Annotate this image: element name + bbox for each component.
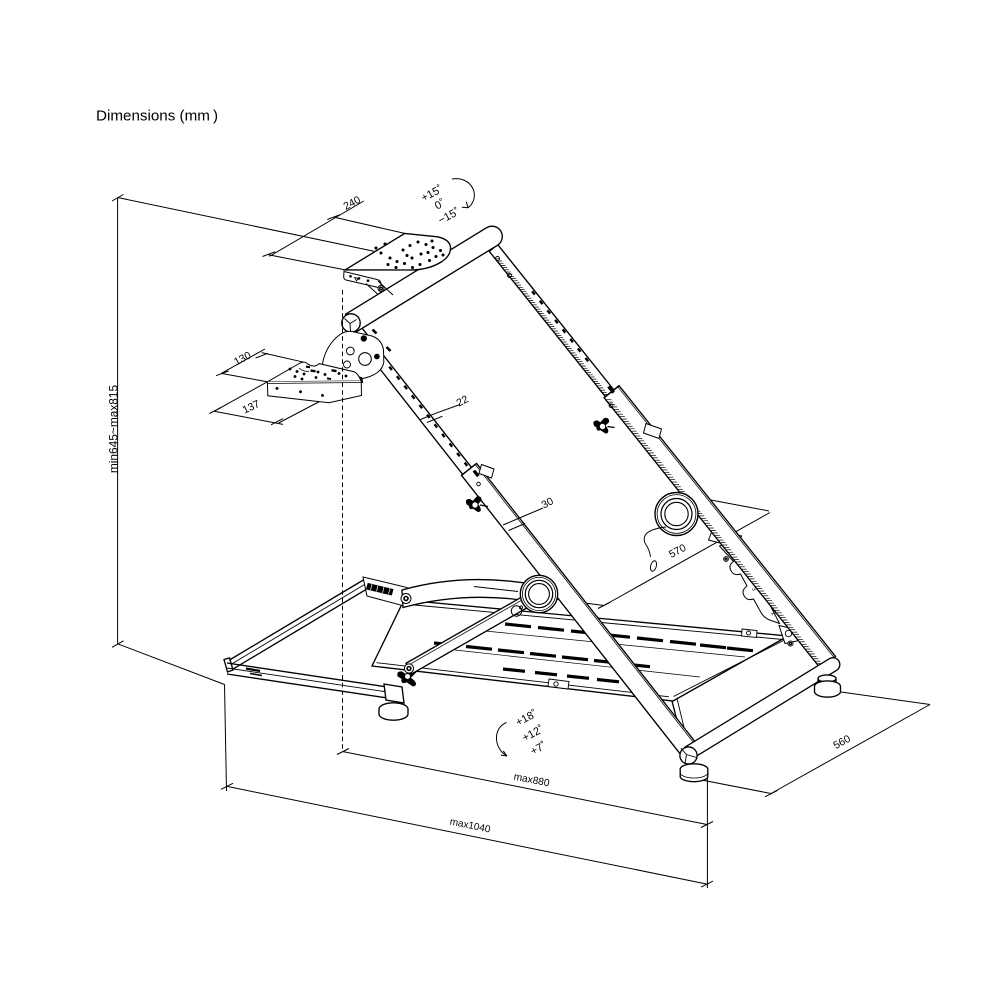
svg-text:22: 22 <box>455 393 471 409</box>
svg-text:30: 30 <box>540 495 556 511</box>
svg-text:3: 3 <box>750 587 757 593</box>
svg-text:Dimensions (mm ): Dimensions (mm ) <box>96 108 218 125</box>
svg-text:2: 2 <box>769 611 776 617</box>
svg-text:min645~max815: min645~max815 <box>106 384 120 473</box>
